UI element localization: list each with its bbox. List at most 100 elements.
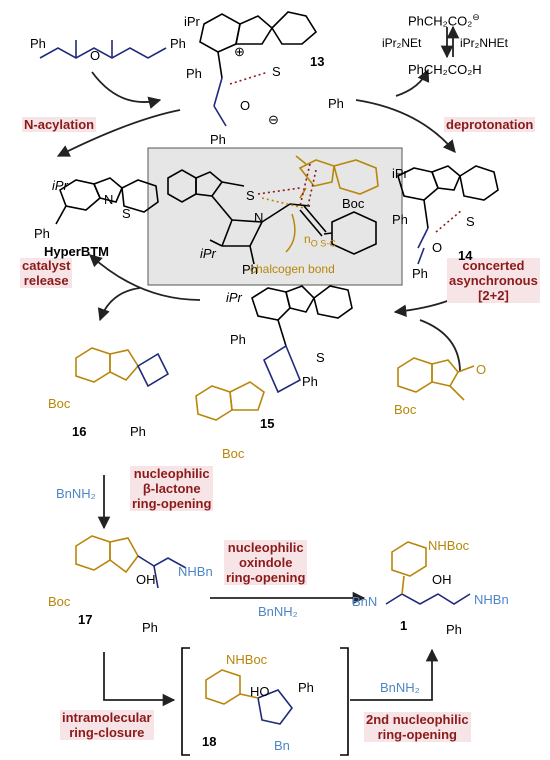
ts-ph: Ph	[242, 262, 258, 277]
arrow-18-1	[350, 648, 439, 701]
acetate-ph: Ph	[328, 96, 344, 111]
hyperbtm-label: HyperBTM	[44, 244, 110, 259]
c1-nhbn: NHBn	[474, 592, 509, 607]
step-catalyst-release: catalyst release	[20, 258, 73, 288]
c1-bnn: BnN	[352, 594, 378, 609]
c18-bn: Bn	[274, 738, 290, 753]
ts-boc: Boc	[342, 196, 365, 211]
c14-ph2: Ph	[412, 266, 428, 281]
ts-n-label: nO S-C	[304, 232, 336, 251]
label-14: 14	[458, 248, 473, 263]
c16-boc: Boc	[48, 396, 71, 411]
c1-oh: OH	[432, 572, 452, 587]
label-17: 17	[78, 612, 93, 627]
anhydride-ph-right: Ph	[170, 36, 186, 51]
c13-o: O	[240, 98, 251, 113]
compound-18-structure	[205, 669, 294, 725]
acid-label: PhCH₂CO₂H	[408, 62, 482, 77]
transition-state-structure	[167, 155, 379, 265]
second-opening-label: 2nd nucleophilic ring-opening	[364, 712, 471, 742]
compound-13-structure	[199, 11, 318, 127]
ts-s: S	[246, 188, 255, 203]
acetate-minus: ⊖	[268, 112, 279, 127]
acid-base-arrow	[395, 68, 430, 97]
ammonium-label: iPr₂NHEt	[460, 36, 508, 50]
isatin-boc: Boc	[394, 402, 417, 417]
c17-boc: Boc	[48, 594, 71, 609]
c1-nhboc: NHBoc	[428, 538, 470, 553]
arrow-17-18	[103, 652, 176, 707]
anhydride-o: O	[90, 48, 101, 63]
c15-s: S	[316, 350, 325, 365]
label-16: 16	[72, 424, 87, 439]
transition-state-box	[147, 147, 403, 286]
intermediate-brackets	[181, 647, 349, 756]
hyperbtm-ph: Ph	[34, 226, 50, 241]
carboxylate-label: PhCH₂CO₂⊖	[408, 10, 480, 28]
anhydride-ph-left: Ph	[30, 36, 46, 51]
product-1-structure	[385, 541, 471, 605]
c1-ph: Ph	[446, 622, 462, 637]
compound-14-structure	[397, 165, 499, 265]
c13-ipr: iPr	[184, 14, 200, 29]
step-cycloaddition: concerted asynchronous [2+2]	[447, 258, 540, 303]
isatin-o: O	[476, 362, 487, 377]
hyperbtm-n: N	[104, 192, 114, 207]
c18-ph: Ph	[298, 680, 314, 695]
c18-ho: HO	[250, 684, 270, 699]
reagent-bnnh2-3: BnNH₂	[380, 680, 420, 695]
catalyst-release-arrow	[97, 287, 141, 322]
reagent-bnnh2-2: BnNH₂	[258, 604, 298, 619]
c14-ipr: iPr	[392, 166, 408, 181]
c17-nhbn: NHBn	[178, 564, 213, 579]
c16-ph: Ph	[130, 424, 146, 439]
ts-n-subscript: O S-C	[310, 238, 336, 249]
ts-n: N	[254, 210, 264, 225]
c14-o: O	[432, 240, 443, 255]
base-label: iPr₂NEt	[382, 36, 422, 50]
step-n-acylation: N-acylation	[22, 117, 97, 132]
acylation-arrow	[91, 71, 162, 109]
carboxylate-charge: ⊖	[472, 12, 480, 22]
c15-ph2: Ph	[302, 374, 318, 389]
c13-s: S	[272, 64, 281, 79]
c15-ph: Ph	[230, 332, 246, 347]
cycle-arrows	[56, 25, 486, 707]
compound-16-structure	[75, 347, 170, 388]
c14-ph: Ph	[392, 212, 408, 227]
c15-boc: Boc	[222, 446, 245, 461]
label-18: 18	[202, 734, 217, 749]
c15-ipr: iPr	[226, 290, 242, 305]
label-13: 13	[310, 54, 325, 69]
chalcogen-label: chalcogen bond	[250, 262, 335, 276]
oxindole-opening-label: nucleophilic oxindole ring-opening	[224, 540, 308, 585]
c17-oh: OH	[136, 572, 156, 587]
carboxylate-text: PhCH₂CO₂	[408, 13, 473, 29]
anhydride-structure	[39, 40, 167, 59]
isatin-structure	[397, 357, 475, 401]
ts-ipr: iPr	[200, 246, 216, 261]
hyperbtm-s: S	[122, 206, 131, 221]
c18-nhboc: NHBoc	[226, 652, 268, 667]
deprotonation-arrow	[355, 99, 456, 153]
c13-plus: ⊕	[234, 44, 245, 59]
lactone-opening-label: nucleophilic β-lactone ring-opening	[130, 466, 214, 511]
release-arrow	[89, 254, 201, 301]
c13-ph2: Ph	[210, 132, 226, 147]
isatin-join-arrow	[419, 319, 461, 373]
c17-ph: Ph	[142, 620, 158, 635]
c14-s: S	[466, 214, 475, 229]
intramolecular-label: intramolecular ring-closure	[60, 710, 154, 740]
label-15: 15	[260, 416, 275, 431]
reagent-bnnh2-1: BnNH₂	[56, 486, 96, 501]
c13-ph: Ph	[186, 66, 202, 81]
compound-17-structure	[75, 535, 187, 589]
ts-n-symbol: n	[304, 232, 311, 246]
compound-15-structure	[195, 285, 353, 421]
hyperbtm-structure	[55, 177, 159, 225]
acylation-back-arrow	[56, 109, 181, 157]
hyperbtm-ipr: iPr	[52, 178, 68, 193]
step-deprotonation: deprotonation	[444, 117, 536, 132]
label-1: 1	[400, 618, 408, 633]
